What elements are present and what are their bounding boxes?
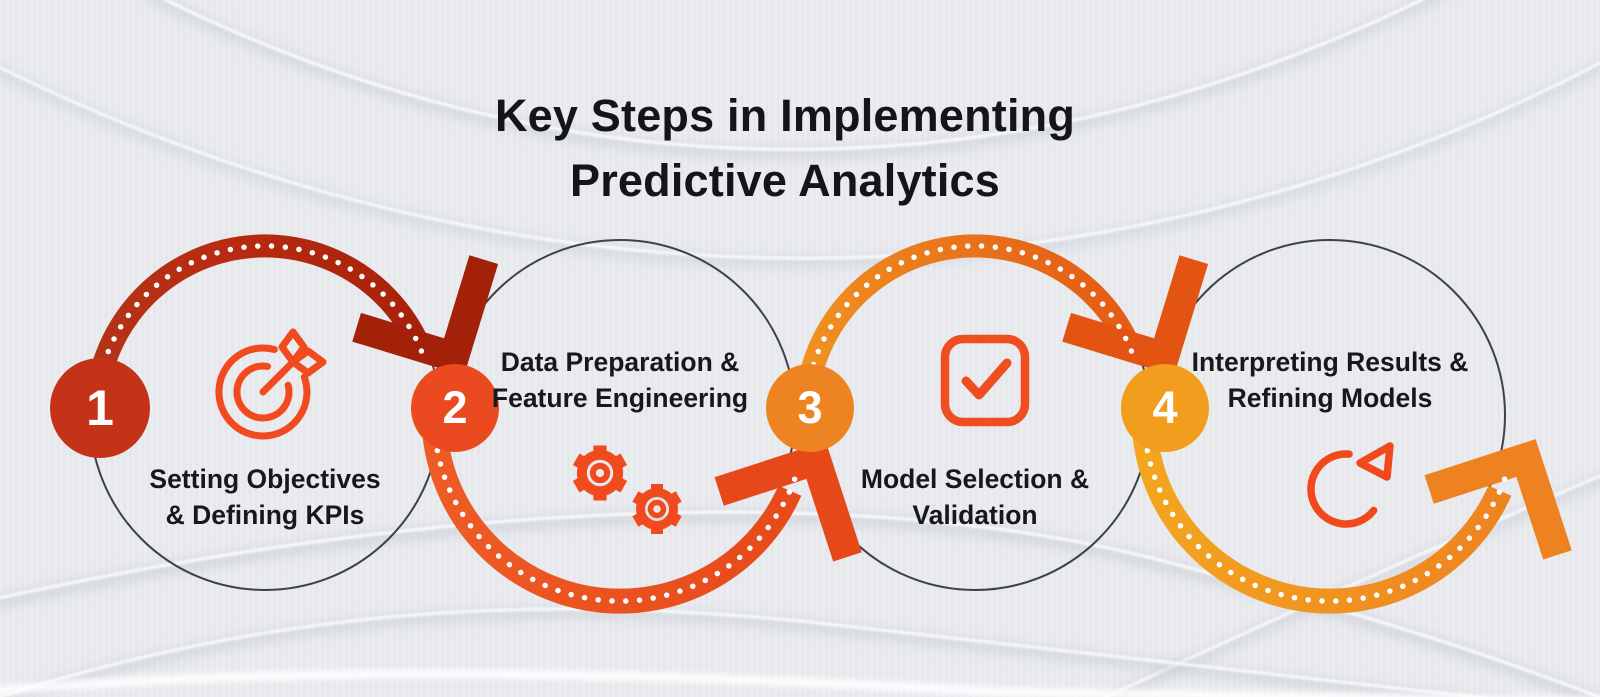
step-1-arrowhead <box>352 255 499 376</box>
title-line-2: Predictive Analytics <box>569 155 1001 206</box>
step-3-badge: 3 <box>766 364 854 452</box>
step-3-arc-band <box>794 234 1140 425</box>
step-2-arc-band <box>421 404 802 614</box>
infographic-title: Key Steps in Implementing Predictive Ana… <box>335 83 1235 213</box>
step-4-label-line-1: Interpreting Results & <box>1191 347 1469 377</box>
step-4-label-line-2: Refining Models <box>1227 383 1433 413</box>
step-4-arrowhead <box>1424 439 1572 560</box>
step-2-dotted-line <box>431 392 798 604</box>
step-2-badge: 2 <box>411 364 499 452</box>
step-4-label: Interpreting Results & Refining Models <box>1140 344 1520 416</box>
step-2-label: Data Preparation & Feature Engineering <box>430 344 810 416</box>
step-1-label: Setting Objectives & Defining KPIs <box>75 461 455 533</box>
step-3-arrowhead <box>1062 255 1209 376</box>
step-2-label-line-1: Data Preparation & <box>500 347 740 377</box>
step-2-arrowhead <box>714 441 862 562</box>
step-1-badge: 1 <box>50 358 150 458</box>
step-1-label-line-2: & Defining KPIs <box>165 500 365 530</box>
step-4-badge: 4 <box>1121 364 1209 452</box>
circular-refresh-icon <box>1307 442 1394 528</box>
step-3-label-line-2: Validation <box>912 500 1038 530</box>
step-3-number: 3 <box>797 382 823 433</box>
step-1-label-line-1: Setting Objectives <box>149 464 381 494</box>
step-2-label-line-2: Feature Engineering <box>491 383 749 413</box>
step-4-number: 4 <box>1152 382 1178 433</box>
step-1-dotted-line <box>93 243 427 436</box>
step-4-dotted-line <box>1141 392 1508 604</box>
step-4-arc-band <box>1131 404 1512 614</box>
step-2-number: 2 <box>442 382 468 433</box>
step-1-number: 1 <box>86 380 114 436</box>
checkbox-check-icon <box>940 334 1030 427</box>
step-3-label-line-1: Model Selection & <box>860 464 1090 494</box>
step-3-label: Model Selection & Validation <box>785 461 1165 533</box>
gears-icon <box>572 445 682 534</box>
title-line-1: Key Steps in Implementing <box>494 90 1076 141</box>
step-1-arc-band <box>84 234 430 425</box>
target-dart-icon <box>215 328 327 440</box>
step-3-dotted-line <box>803 243 1137 436</box>
